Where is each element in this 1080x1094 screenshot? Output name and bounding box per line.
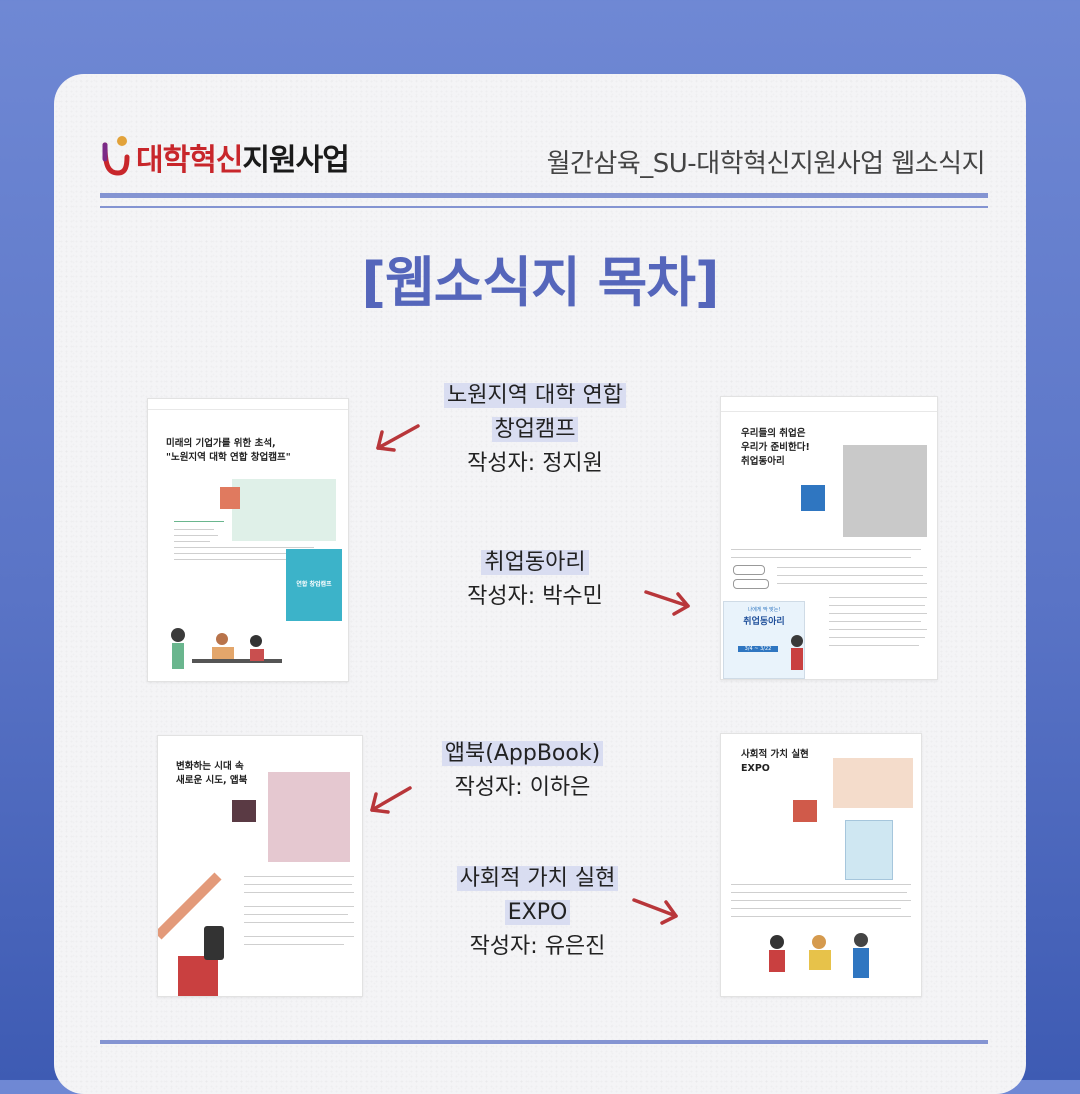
arrow-to-expo (632, 898, 678, 925)
item-3-title: 앱북(AppBook) (441, 741, 604, 766)
logo: 대학혁신지원사업 (100, 135, 350, 179)
arrow-to-startup-camp (376, 424, 420, 452)
item-2-author: 작성자: 박수민 (467, 584, 603, 609)
thumb-textbox (268, 772, 350, 862)
arrow-to-appbook (370, 786, 412, 814)
logo-mark (100, 135, 130, 179)
thumbnail-startup-camp[interactable]: 미래의 기업가를 위한 초석, "노원지역 대학 연합 창업캠프" 연합 창업캠… (147, 398, 349, 682)
item-4-label: 사회적 가치 실현 EXPO 작성자: 유은진 (400, 862, 675, 964)
thumb-illustration (171, 628, 282, 669)
item-1-title-line-2: 창업캠프 (491, 417, 579, 442)
newsletter-title: 월간삼육_SU-대학혁신지원사업 웹소식지 (546, 149, 986, 179)
item-1-title-line-1: 노원지역 대학 연합 (444, 383, 626, 408)
thumb-textbox (833, 758, 913, 808)
thumb-illustration (158, 872, 224, 996)
thumb-heading: 변화하는 시대 속 새로운 시도, 앱북 (176, 761, 248, 786)
item-2-title: 취업동아리 (481, 550, 589, 575)
thumb-heading: 우리들의 취업은 우리가 준비한다! 취업동아리 (741, 428, 810, 467)
header-divider-thin (100, 206, 988, 208)
item-4-author: 작성자: 유은진 (469, 934, 606, 959)
thumb-poster (845, 820, 893, 880)
item-4-title-line-2: EXPO (504, 900, 571, 925)
thumb-textbox (232, 479, 336, 541)
thumb-heading: 미래의 기업가를 위한 초석, "노원지역 대학 연합 창업캠프" (166, 438, 291, 463)
thumb-poster: 연합 창업캠프 (286, 549, 342, 621)
arrow-to-job-club (644, 590, 690, 616)
item-1-author: 작성자: 정지원 (467, 451, 603, 476)
thumb-illustration (769, 933, 869, 978)
header-divider (100, 193, 988, 198)
page-title: [웹소식지 목차] (361, 251, 719, 314)
item-4-title-line-1: 사회적 가치 실현 (456, 866, 619, 891)
thumb-tag (793, 800, 817, 822)
item-2-label: 취업동아리 작성자: 박수민 (420, 546, 650, 614)
footer-divider (100, 1040, 988, 1044)
thumb-tag (220, 487, 240, 509)
thumb-textbox (843, 445, 927, 537)
item-3-label: 앱북(AppBook) 작성자: 이하은 (400, 737, 645, 805)
thumbnail-expo[interactable]: 사회적 가치 실현 EXPO (720, 733, 922, 997)
item-3-author: 작성자: 이하은 (454, 775, 591, 800)
logo-text: 대학혁신지원사업 (136, 143, 350, 178)
thumb-tag (232, 800, 256, 822)
thumbnail-job-club[interactable]: 우리들의 취업은 우리가 준비한다! 취업동아리 나에게 딱 맞는! 취업동아리… (720, 396, 938, 680)
item-1-label: 노원지역 대학 연합 창업캠프 작성자: 정지원 (390, 379, 680, 481)
thumb-tag (801, 485, 825, 511)
thumbnail-appbook[interactable]: 변화하는 시대 속 새로운 시도, 앱북 (157, 735, 363, 997)
thumb-heading: 사회적 가치 실현 EXPO (741, 749, 809, 774)
thumb-illustration (791, 635, 803, 670)
